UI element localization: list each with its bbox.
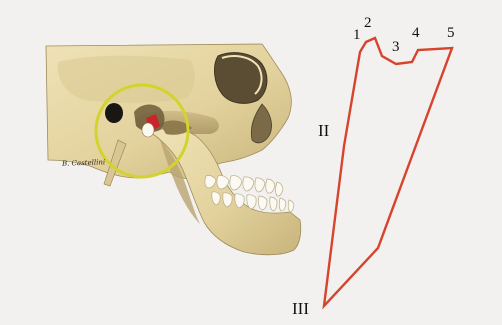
temporal-shading: [58, 56, 195, 103]
point-label-3: 3: [392, 40, 400, 55]
point-label-5: 5: [447, 26, 455, 41]
segment-label-iii: III: [292, 300, 309, 317]
point-label-1: 1: [353, 28, 361, 43]
point-label-4: 4: [412, 26, 420, 41]
point-label-2: 2: [364, 16, 372, 31]
ear-canal: [105, 103, 123, 123]
artist-signature: B. Castellini: [62, 158, 105, 168]
condyle-head: [142, 123, 154, 137]
segment-label-ii: II: [318, 122, 329, 139]
